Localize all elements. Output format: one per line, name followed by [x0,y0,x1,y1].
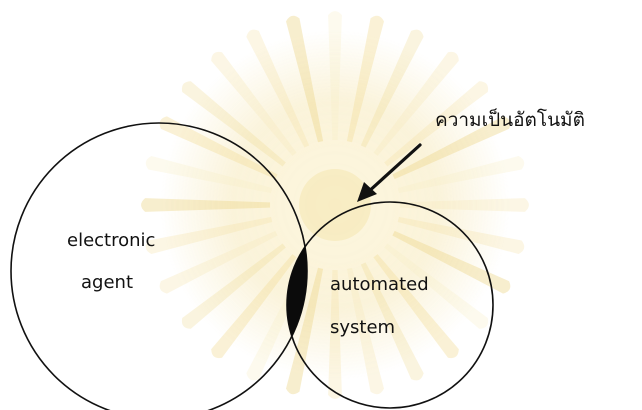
seal-ray [159,230,278,294]
seal-ray [360,262,424,381]
seal-ray [346,267,384,395]
seal-ray [397,216,525,254]
label-agent: agent [81,272,133,293]
seal-ray [211,254,297,359]
seal-ray [181,243,286,329]
label-electronic: electronic [67,230,155,251]
seal-ray [145,216,273,254]
seal-ray [141,198,271,212]
seal-ray [384,81,489,167]
seal-ray [346,15,384,143]
seal-ray [145,156,273,194]
seal-ray [328,269,342,399]
seal-ray [211,51,297,156]
seal-ray [384,243,489,329]
label-system: system [330,317,395,338]
seal-ray [159,116,278,180]
seal-ray [373,254,459,359]
seal-ray [246,29,310,148]
arrow-down-left-icon [357,143,422,202]
seal-ray [399,198,529,212]
seal-ray [397,156,525,194]
callout-label: ความเป็นอัตโนมัติ [435,107,585,131]
label-automated: automated [330,274,429,295]
seal-ray [286,15,324,143]
seal-ray [328,11,342,141]
seal-ray [286,267,324,395]
seal-ray [360,29,424,148]
seal-watermark-icon [141,11,529,399]
seal-ray [392,116,511,180]
seal-ray [373,51,459,156]
seal-ray [181,81,286,167]
seal-ray [392,230,511,294]
